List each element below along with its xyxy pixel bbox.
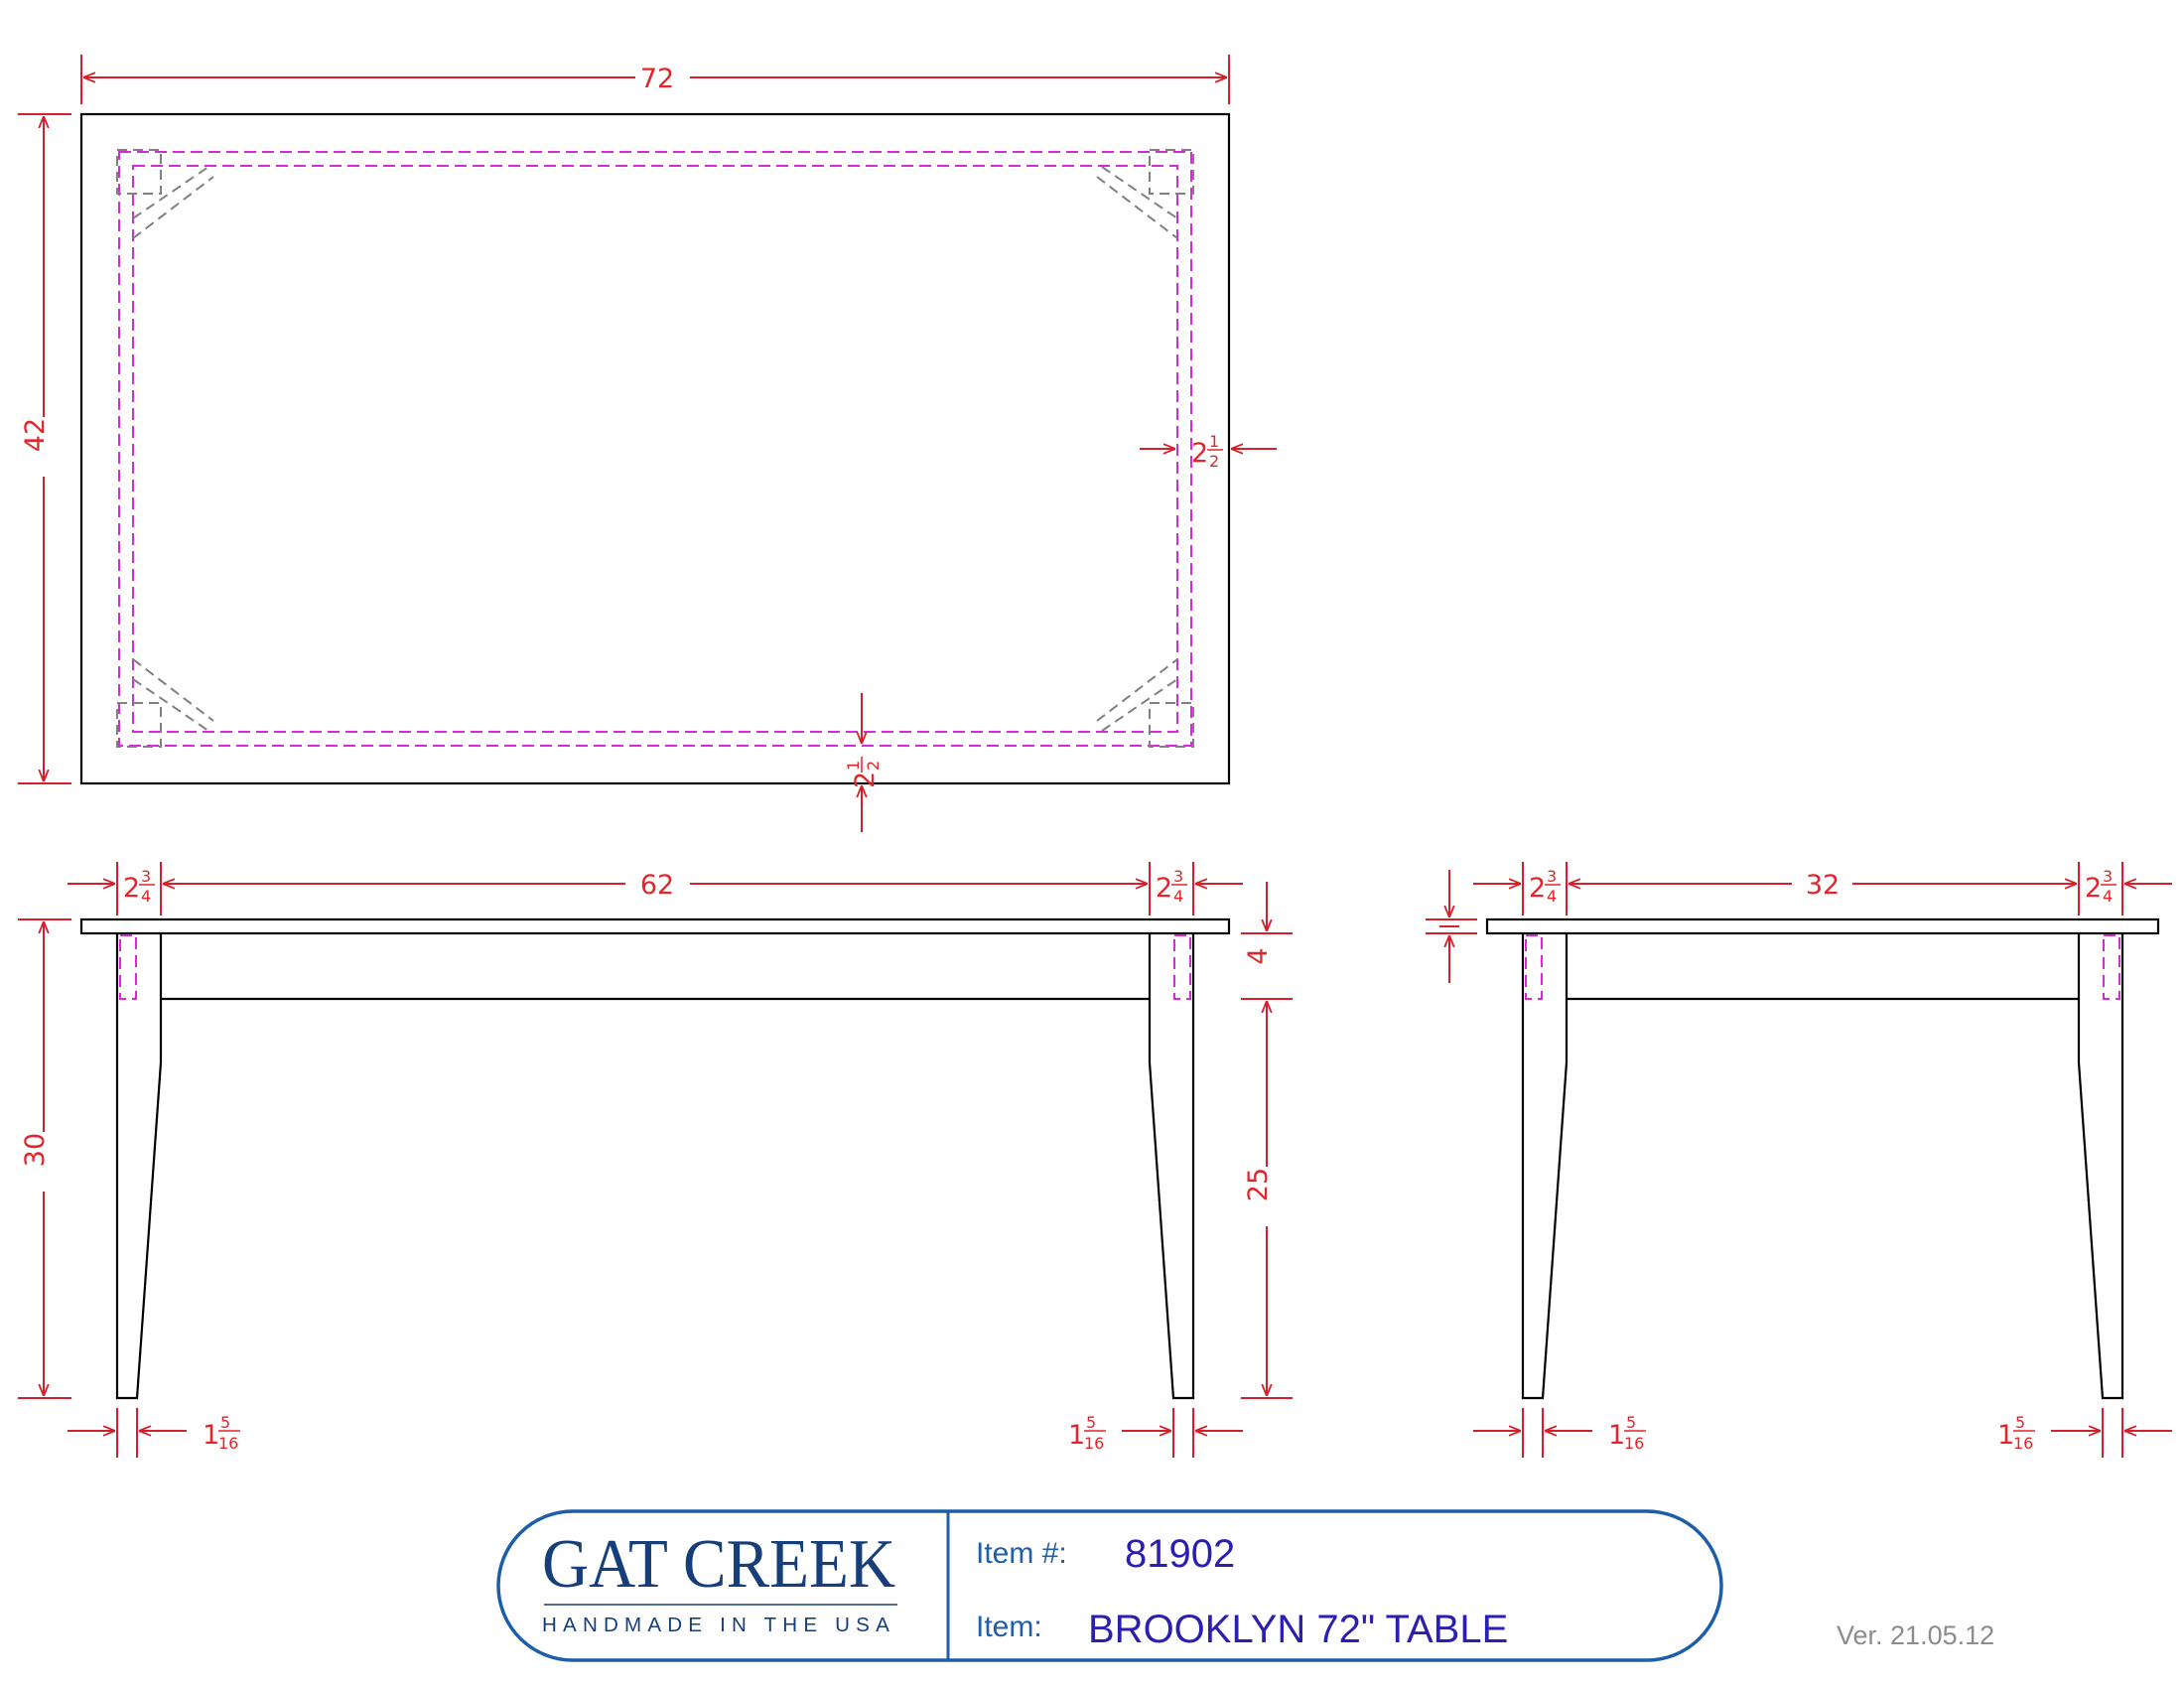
svg-text:1: 1	[203, 1420, 219, 1451]
svg-text:16: 16	[2013, 1434, 2033, 1453]
dim-front-foot-left: 1 5 16	[203, 1413, 240, 1453]
dim-side-overhang-left: 2 3 4	[1529, 867, 1561, 906]
dim-top-length: 72	[640, 64, 674, 94]
svg-text:1: 1	[1068, 1420, 1085, 1451]
front-leg-right	[1148, 933, 1195, 1400]
front-leg-left	[115, 933, 163, 1400]
leg-hidden-bl	[116, 702, 162, 748]
dim-front-between-legs: 62	[640, 870, 674, 901]
svg-text:16: 16	[218, 1434, 238, 1453]
dim-side-foot-right: 1 5 16	[1997, 1413, 2035, 1453]
dim-front-apron-height: 4	[1243, 947, 1274, 964]
leg-hidden-tl	[116, 149, 162, 195]
dim-side-overhang-right: 2 3 4	[2085, 867, 2116, 906]
item-name-label: Item:	[976, 1611, 1042, 1643]
svg-text:1: 1	[1209, 432, 1219, 451]
item-name-value: BROOKLYN 72" TABLE	[1088, 1608, 1508, 1651]
brand-tagline: HANDMADE IN THE USA	[542, 1615, 895, 1636]
dim-side-between-legs: 32	[1806, 870, 1840, 901]
front-tabletop	[79, 917, 1231, 935]
side-leg-left	[1521, 933, 1569, 1400]
apron-inner-hidden	[132, 165, 1178, 733]
front-mortise-left	[119, 934, 137, 1000]
side-mortise-right	[2103, 934, 2120, 1000]
side-mortise-left	[1525, 934, 1543, 1000]
svg-text:1: 1	[1997, 1420, 2014, 1451]
svg-text:16: 16	[1084, 1434, 1104, 1453]
item-number-value: 81902	[1125, 1532, 1235, 1576]
dim-apron-inset-front: 2 1 2	[844, 757, 883, 788]
svg-text:5: 5	[1626, 1413, 1636, 1432]
side-view: 2 3 4 32 2 3 4 1 5 16 1 5	[1426, 862, 2172, 1458]
svg-text:4: 4	[141, 887, 151, 906]
version-label: Ver. 21.05.12	[1837, 1620, 1994, 1650]
title-block: GAT CREEK HANDMADE IN THE USA Item #: 81…	[496, 1509, 1723, 1662]
svg-text:2: 2	[1156, 873, 1172, 904]
dim-top-width: 42	[20, 418, 51, 452]
item-number-label: Item #:	[976, 1537, 1067, 1570]
brand-name: GAT CREEK	[542, 1526, 895, 1603]
svg-text:4: 4	[1547, 887, 1557, 906]
dim-front-foot-right: 1 5 16	[1068, 1413, 1106, 1453]
svg-text:3: 3	[1547, 867, 1557, 886]
svg-text:2: 2	[850, 772, 881, 788]
dim-apron-inset-side: 2 1 2	[1191, 432, 1223, 471]
front-view: 2 3 4 62 2 3 4 30 4 25 1	[18, 862, 1293, 1458]
svg-text:1: 1	[844, 761, 863, 771]
svg-text:2: 2	[1191, 438, 1208, 469]
svg-text:1: 1	[1608, 1420, 1625, 1451]
tabletop-outline	[79, 112, 1231, 785]
dim-side-foot-left: 1 5 16	[1608, 1413, 1646, 1453]
svg-text:5: 5	[2015, 1413, 2025, 1432]
svg-text:4: 4	[1173, 887, 1183, 906]
corner-braces	[132, 166, 1178, 732]
dim-front-overhang-left: 2 3 4	[123, 867, 155, 906]
title-block-border	[496, 1509, 1723, 1662]
dim-front-height: 30	[20, 1133, 51, 1167]
apron-outer-hidden	[118, 151, 1192, 747]
top-view: 72 42 2 1 2 2 1 2	[18, 55, 1277, 832]
svg-text:4: 4	[2103, 887, 2113, 906]
svg-text:3: 3	[2103, 867, 2113, 886]
leg-hidden-br	[1149, 702, 1194, 748]
svg-text:3: 3	[141, 867, 151, 886]
front-mortise-right	[1173, 934, 1191, 1000]
svg-text:5: 5	[1086, 1413, 1096, 1432]
svg-text:5: 5	[220, 1413, 230, 1432]
svg-text:2: 2	[1529, 873, 1546, 904]
brand-logo: GAT CREEK HANDMADE IN THE USA	[542, 1526, 897, 1636]
svg-text:2: 2	[864, 761, 883, 771]
svg-text:3: 3	[1173, 867, 1183, 886]
side-leg-right	[2077, 933, 2124, 1400]
side-tabletop	[1485, 917, 2160, 935]
dim-front-overhang-right: 2 3 4	[1156, 867, 1187, 906]
svg-text:2: 2	[123, 873, 140, 904]
svg-text:2: 2	[2085, 873, 2102, 904]
leg-hidden-tr	[1149, 149, 1194, 195]
dim-front-leg-clearance: 25	[1243, 1168, 1274, 1201]
svg-text:16: 16	[1624, 1434, 1644, 1453]
svg-text:2: 2	[1209, 452, 1219, 471]
